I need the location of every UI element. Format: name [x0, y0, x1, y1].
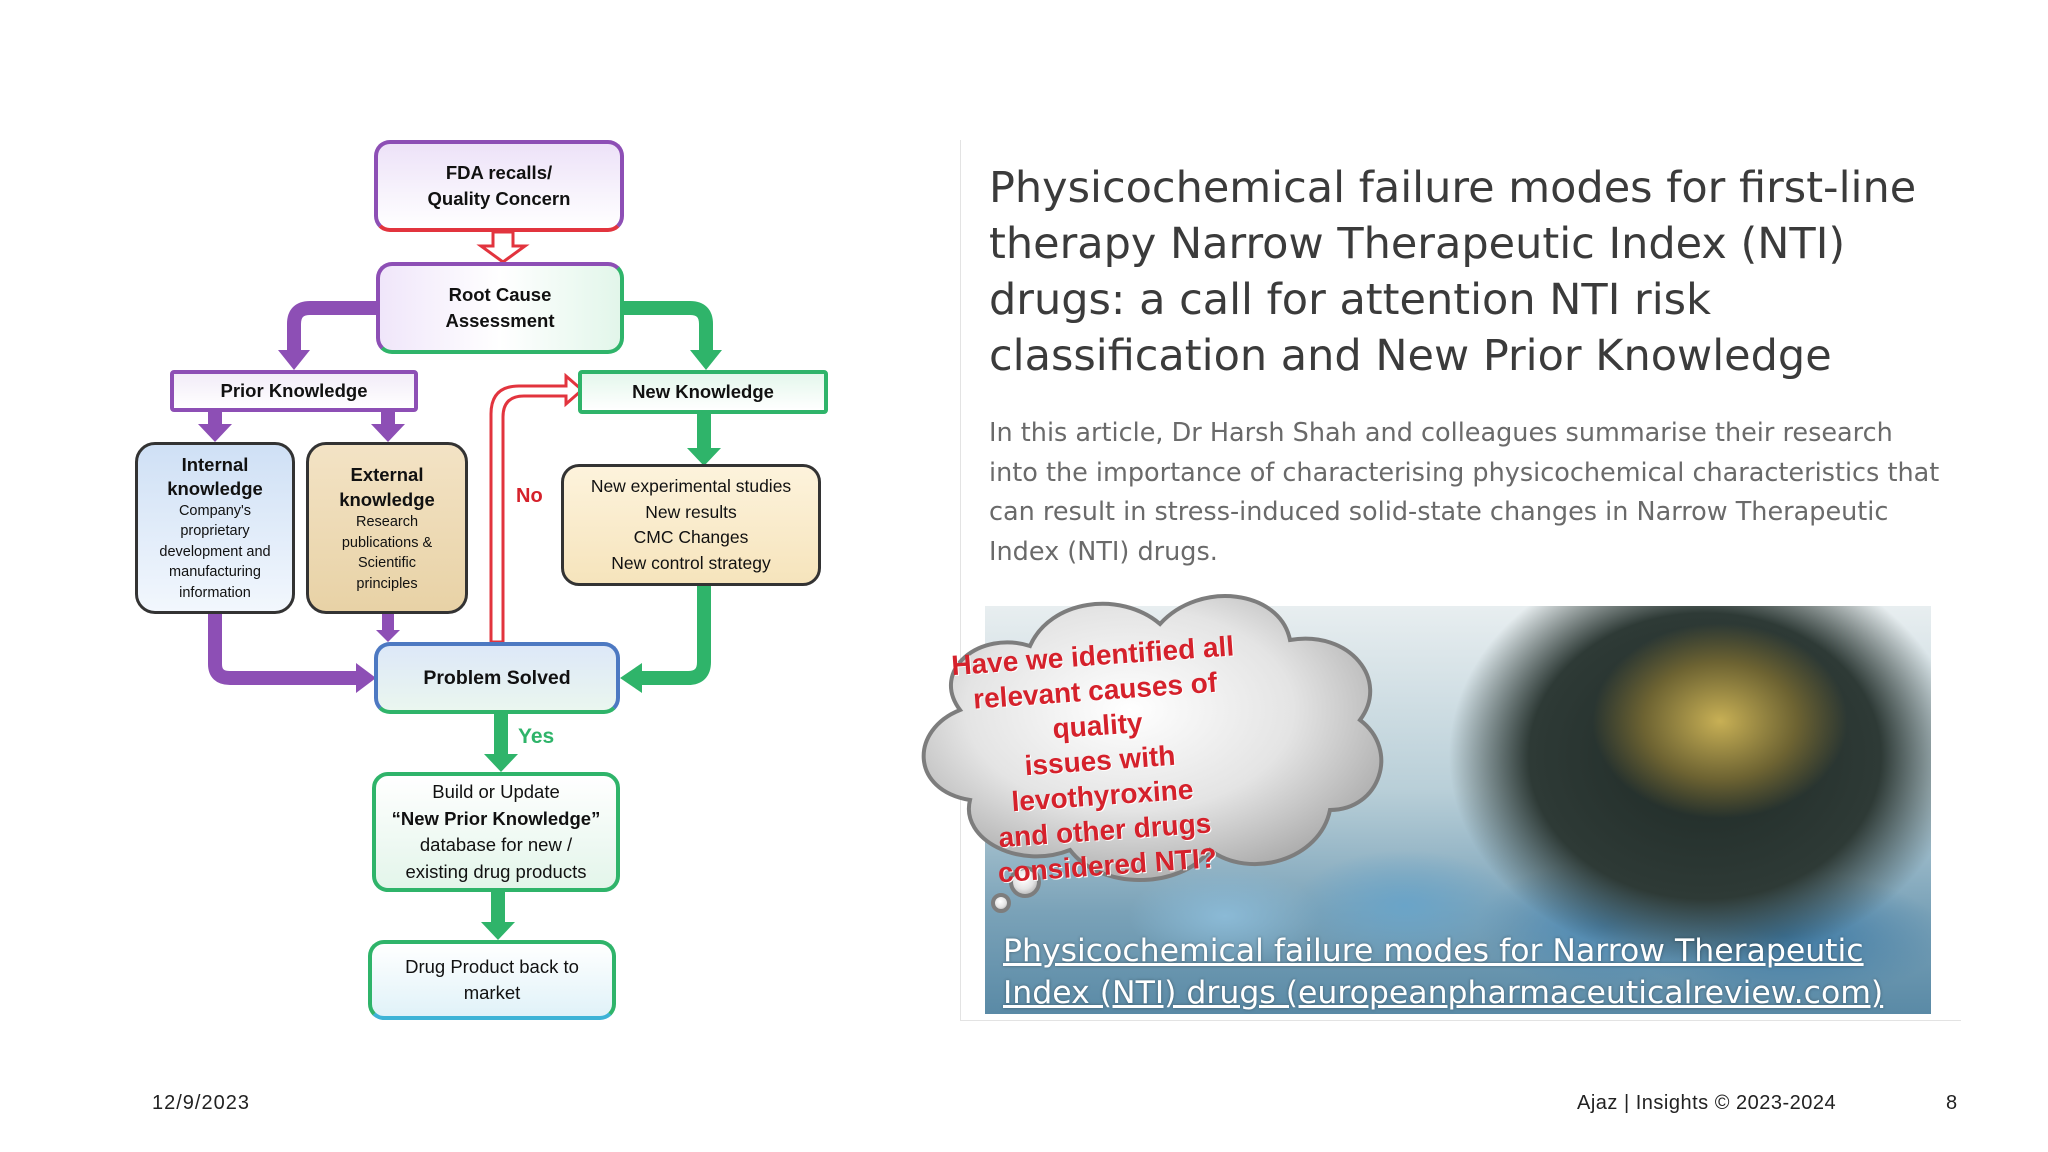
- thought-cloud: [921, 594, 1384, 913]
- cloud-callout-text: Have we identified all relevant causes o…: [932, 627, 1268, 894]
- external-body-2: publications &: [341, 534, 433, 551]
- internal-body-3: development and: [159, 543, 271, 560]
- callout-line-2: relevant causes of quality: [972, 666, 1219, 745]
- prior-knowledge-label: Prior Knowledge: [220, 380, 368, 401]
- callout-line-3: issues with levothyroxine: [1010, 739, 1195, 818]
- studies-line-2: New results: [645, 501, 737, 522]
- internal-body-4: manufacturing: [169, 564, 261, 581]
- node-back-to-market: Drug Product back to market: [368, 940, 616, 1020]
- market-line-2: market: [463, 982, 521, 1003]
- arrows-prior-to-boxes: [198, 412, 405, 442]
- article-title: Physicochemical failure modes for first-…: [989, 163, 1917, 381]
- node-new-studies: New experimental studies New results CMC…: [561, 464, 821, 586]
- build-line-1: Build or Update: [432, 781, 560, 802]
- arrow-studies-to-solved: [620, 585, 711, 693]
- node-fda-recalls: FDA recalls/ Quality Concern: [374, 140, 624, 232]
- studies-line-4: New control strategy: [611, 552, 771, 573]
- new-knowledge-label: New Knowledge: [632, 381, 774, 402]
- problem-solved-label: Problem Solved: [423, 666, 571, 689]
- no-label: No: [516, 485, 543, 507]
- arrow-new-to-studies: [687, 414, 721, 466]
- studies-line-3: CMC Changes: [633, 527, 749, 547]
- article-panel: [960, 140, 1961, 1021]
- internal-title-1: Internal: [181, 453, 249, 475]
- arrow-root-to-prior: [278, 301, 378, 370]
- internal-title-2: knowledge: [167, 477, 263, 499]
- node-new-knowledge: New Knowledge: [578, 370, 828, 414]
- root-line-1: Root Cause: [448, 284, 552, 305]
- article-link[interactable]: Physicochemical failure modes for Narrow…: [1003, 933, 1884, 1011]
- fda-line-2: Quality Concern: [427, 188, 571, 209]
- arrow-fda-to-root: [476, 230, 530, 264]
- node-root-cause: Root Cause Assessment: [376, 262, 624, 354]
- node-external-knowledge: External knowledge Research publications…: [306, 442, 468, 614]
- external-title-1: External: [350, 464, 424, 485]
- external-body-1: Research: [355, 514, 419, 530]
- external-title-2: knowledge: [339, 489, 435, 510]
- build-line-3: database for new /: [419, 834, 573, 855]
- footer-page-number: 8: [1946, 1092, 1959, 1114]
- arrow-external-to-solved: [376, 614, 400, 642]
- internal-body-2: proprietary: [180, 523, 250, 540]
- external-body-4: principles: [356, 575, 418, 592]
- studies-line-1: New experimental studies: [590, 476, 792, 496]
- yes-label: Yes: [518, 725, 555, 748]
- build-line-4: existing drug products: [405, 860, 587, 882]
- fda-line-1: FDA recalls/: [445, 162, 553, 183]
- node-prior-knowledge: Prior Knowledge: [170, 370, 418, 412]
- node-internal-knowledge: Internal knowledge Company's proprietary…: [135, 442, 295, 614]
- external-body-3: Scientific: [357, 555, 417, 571]
- arrow-yes: [484, 714, 518, 772]
- footer-date: 12/9/2023: [152, 1092, 250, 1114]
- node-build-update: Build or Update “New Prior Knowledge” da…: [372, 772, 620, 892]
- article-summary: In this article, Dr Harsh Shah and colle…: [989, 418, 1940, 567]
- internal-body-1: Company's: [178, 502, 252, 519]
- arrow-build-to-market: [481, 892, 515, 940]
- build-line-2: “New Prior Knowledge”: [391, 807, 601, 829]
- node-problem-solved: Problem Solved: [374, 642, 620, 714]
- arrow-root-to-new: [624, 301, 722, 370]
- arrow-internal-to-solved: [208, 612, 376, 693]
- internal-body-5: information: [179, 584, 251, 601]
- footer-brand: Ajaz | Insights © 2023-2024: [1577, 1092, 1837, 1114]
- market-line-1: Drug Product back to: [405, 955, 579, 977]
- root-line-2: Assessment: [445, 310, 555, 331]
